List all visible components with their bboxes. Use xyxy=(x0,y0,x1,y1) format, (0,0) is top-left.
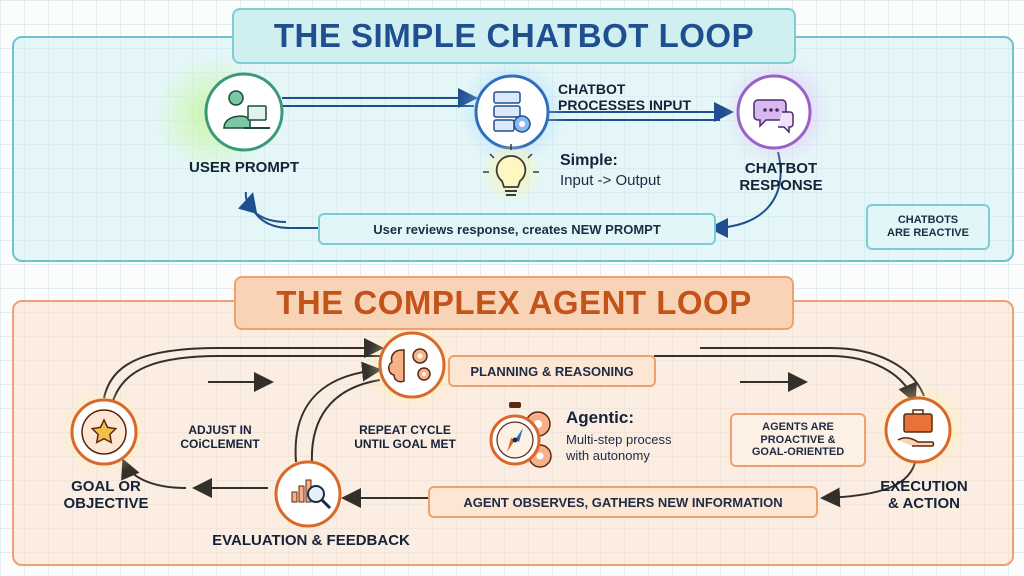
chart-magnifier-icon xyxy=(274,460,342,528)
simple-heading: Simple: xyxy=(560,152,618,169)
goal-objective-label: GOAL OR OBJECTIVE xyxy=(63,478,149,513)
agents-proactive-note: AGENTS ARE PROACTIVE & GOAL-ORIENTED xyxy=(730,413,866,467)
execution-action-label: EXECUTION & ACTION xyxy=(880,478,968,513)
simple-description: Input -> Output xyxy=(560,172,661,189)
adjust-label: ADJUST IN COiCLEMENT xyxy=(180,423,260,451)
top-connectors xyxy=(238,88,782,238)
chatbot-response-label: CHATBOT RESPONSE xyxy=(739,160,823,195)
toolbox-hand-icon xyxy=(876,382,968,474)
feedback-pill: User reviews response, creates NEW PROMP… xyxy=(318,213,716,245)
repeat-cycle-label: REPEAT CYCLE UNTIL GOAL MET xyxy=(354,423,456,451)
user-at-laptop-icon xyxy=(155,57,284,173)
agentic-description: Multi-step process with autonomy xyxy=(566,432,672,463)
processes-input-label: CHATBOT PROCESSES INPUT xyxy=(558,81,692,114)
planning-reasoning-pill: PLANNING & REASONING xyxy=(448,355,656,387)
compass-gears-icon xyxy=(489,402,552,468)
chatbot-loop-title: THE SIMPLE CHATBOT LOOP xyxy=(232,8,796,64)
agentic-heading: Agentic: xyxy=(566,408,634,427)
chat-bubbles-icon xyxy=(724,58,832,166)
chatbots-reactive-note: CHATBOTS ARE REACTIVE xyxy=(866,204,990,250)
star-target-icon xyxy=(60,388,148,476)
brain-gears-icon xyxy=(366,319,458,411)
lightbulb-icon xyxy=(481,142,541,202)
server-gear-icon xyxy=(458,58,566,166)
agent-loop-title: THE COMPLEX AGENT LOOP xyxy=(234,276,794,330)
evaluation-feedback-label: EVALUATION & FEEDBACK xyxy=(212,532,410,549)
user-prompt-label: USER PROMPT xyxy=(188,159,299,176)
observe-pill: AGENT OBSERVES, GATHERS NEW INFORMATION xyxy=(428,486,818,518)
